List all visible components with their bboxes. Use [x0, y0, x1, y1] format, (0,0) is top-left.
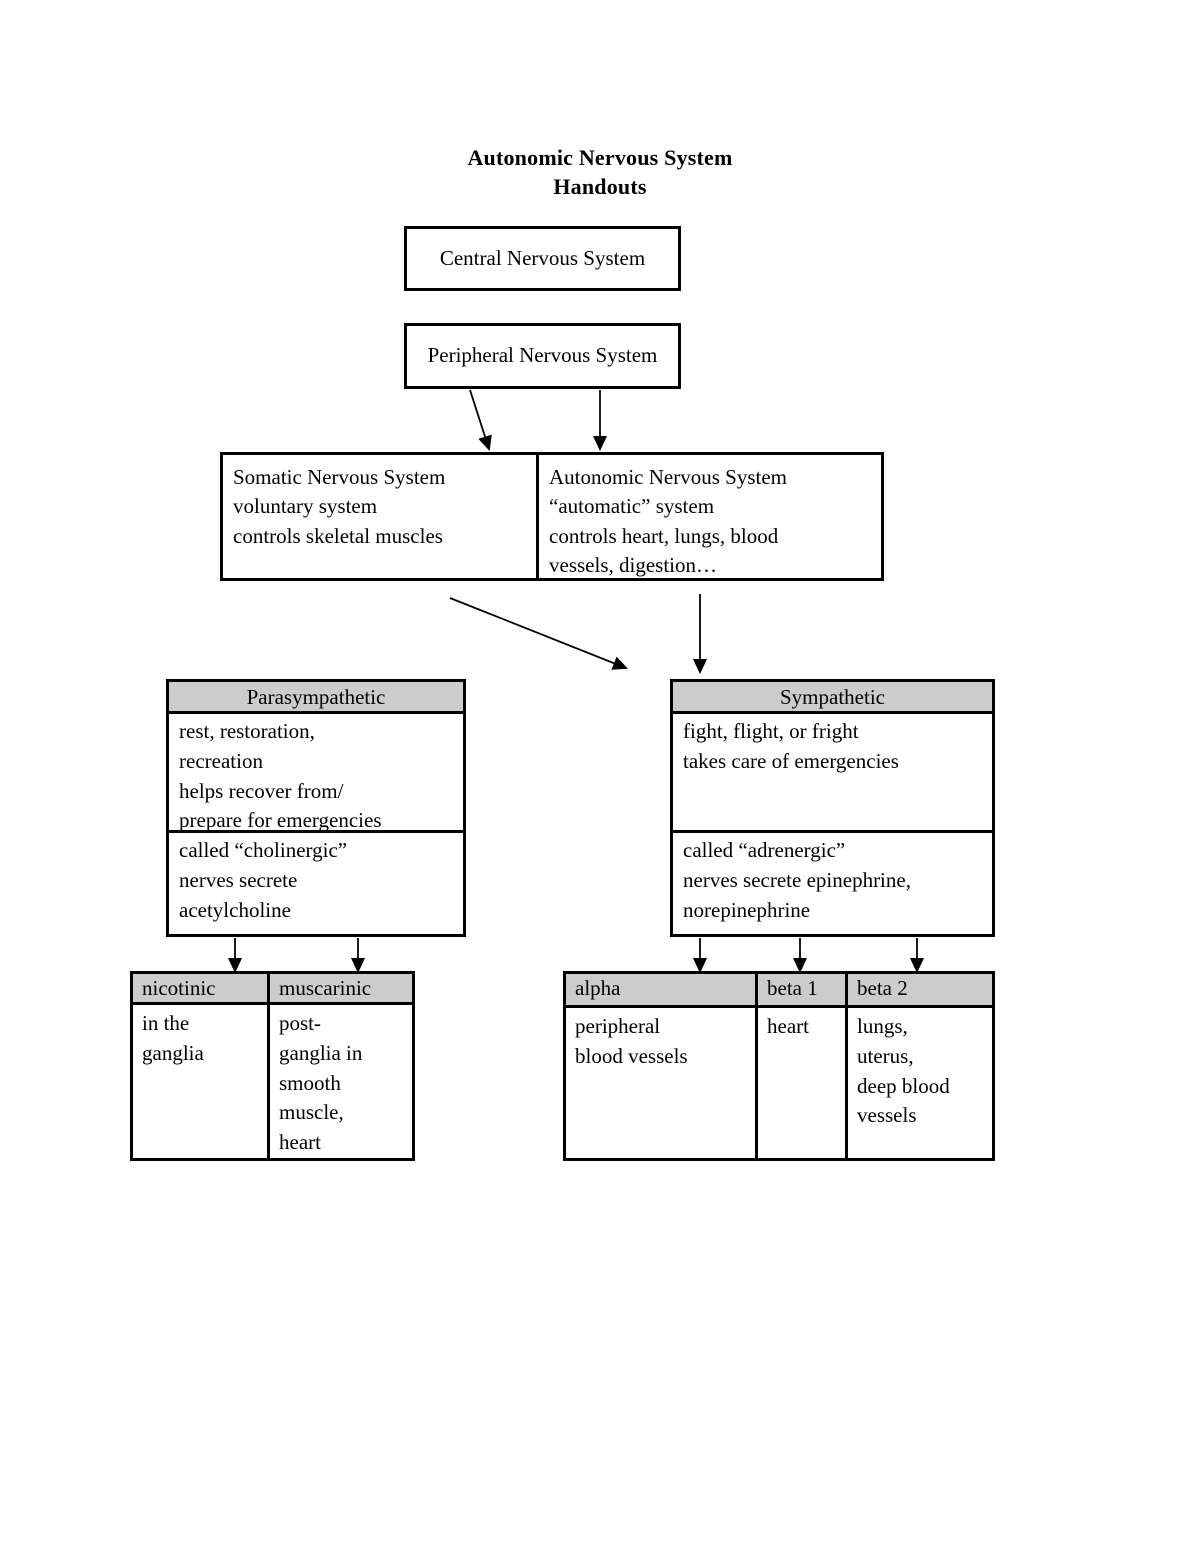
cell-beta-2-line-2: uterus, — [857, 1043, 914, 1068]
column-header-muscarinic: muscarinic — [267, 974, 412, 1002]
somatic-line-1: Somatic Nervous System — [233, 465, 446, 489]
node-central-nervous-system[interactable]: Central Nervous System — [404, 226, 681, 291]
cell-beta-2: lungs, uterus, deep blood vessels — [845, 1008, 992, 1158]
cell-alpha: peripheral blood vessels — [566, 1008, 755, 1158]
autonomic-line-3: controls heart, lungs, blood — [549, 523, 779, 548]
node-central-nervous-system-label: Central Nervous System — [439, 245, 646, 270]
parasympathetic-neurotransmitter-line-2: nerves secrete — [179, 867, 298, 892]
parasympathetic-function-line-3: helps recover from/ — [179, 778, 344, 803]
table-cholinergic-body-row: in the ganglia post- ganglia in smooth m… — [133, 1005, 412, 1159]
node-sympathetic[interactable]: Sympathetic fight, flight, or fright tak… — [670, 679, 995, 937]
table-cholinergic-receptors[interactable]: nicotinic muscarinic in the ganglia post… — [130, 971, 415, 1161]
cell-beta-2-line-3: deep blood — [857, 1073, 950, 1098]
node-somatic-autonomic-group: Somatic Nervous System voluntary system … — [220, 452, 884, 581]
page-title: Autonomic Nervous System Handouts — [0, 143, 1200, 201]
cell-muscarinic-line-4: muscle, — [279, 1100, 344, 1125]
sympathetic-functions: fight, flight, or fright takes care of e… — [673, 714, 992, 830]
parasympathetic-function-line-1: rest, restoration, — [179, 719, 315, 743]
cell-alpha-line-2: blood vessels — [575, 1043, 688, 1068]
arrow-autonomic-to-parasympathetic — [449, 597, 629, 670]
sympathetic-function-line-1: fight, flight, or fright — [683, 719, 859, 743]
sympathetic-function-line-2: takes care of emergencies — [683, 748, 899, 773]
column-header-nicotinic: nicotinic — [142, 976, 216, 1000]
parasympathetic-neurotransmitter-line-3: acetylcholine — [179, 897, 291, 922]
node-peripheral-nervous-system[interactable]: Peripheral Nervous System — [404, 323, 681, 389]
sympathetic-neurotransmitter: called “adrenergic” nerves secrete epine… — [673, 830, 992, 929]
table-adrenergic-header-row: alpha beta 1 beta 2 — [566, 974, 992, 1008]
node-parasympathetic[interactable]: Parasympathetic rest, restoration, recre… — [166, 679, 466, 937]
cell-nicotinic-line-2: ganglia — [142, 1040, 204, 1065]
parasympathetic-neurotransmitter-line-1: called “cholinergic” — [179, 838, 348, 862]
cell-beta-2-line-1: lungs, — [857, 1014, 908, 1038]
cell-alpha-line-1: peripheral — [575, 1014, 661, 1038]
sympathetic-neurotransmitter-line-1: called “adrenergic” — [683, 838, 846, 862]
cell-beta-1-line-1: heart — [767, 1014, 809, 1038]
cell-muscarinic-line-2: ganglia in — [279, 1040, 363, 1065]
cell-beta-2-line-4: vessels — [857, 1103, 917, 1128]
page-title-line-1: Autonomic Nervous System — [467, 145, 733, 170]
table-cholinergic-header-row: nicotinic muscarinic — [133, 974, 412, 1005]
table-adrenergic-receptors[interactable]: alpha beta 1 beta 2 peripheral blood ves… — [563, 971, 995, 1161]
sympathetic-neurotransmitter-line-3: norepinephrine — [683, 897, 811, 922]
parasympathetic-functions: rest, restoration, recreation helps reco… — [169, 714, 463, 832]
cell-muscarinic-line-3: smooth — [279, 1070, 341, 1095]
parasympathetic-header: Parasympathetic — [169, 682, 463, 714]
cell-muscarinic-line-5: heart — [279, 1130, 321, 1155]
autonomic-line-1: Autonomic Nervous System — [549, 465, 787, 489]
arrow-pns-to-somatic — [469, 389, 492, 452]
cell-nicotinic: in the ganglia — [133, 1005, 267, 1158]
node-autonomic-nervous-system[interactable]: Autonomic Nervous System “automatic” sys… — [536, 455, 881, 578]
cell-nicotinic-line-1: in the — [142, 1011, 190, 1035]
page-title-line-2: Handouts — [553, 174, 647, 200]
autonomic-line-4: vessels, digestion… — [549, 553, 717, 578]
parasympathetic-function-line-2: recreation — [179, 748, 263, 773]
autonomic-line-2: “automatic” system — [549, 494, 715, 519]
sympathetic-neurotransmitter-line-2: nerves secrete epinephrine, — [683, 867, 911, 892]
parasympathetic-function-line-4: prepare for emergencies — [179, 808, 382, 833]
cell-muscarinic-line-1: post- — [279, 1011, 321, 1035]
table-adrenergic-body-row: peripheral blood vessels heart lungs, ut… — [566, 1008, 992, 1158]
parasympathetic-neurotransmitter: called “cholinergic” nerves secrete acet… — [169, 830, 463, 929]
node-somatic-nervous-system[interactable]: Somatic Nervous System voluntary system … — [223, 455, 536, 578]
cell-muscarinic: post- ganglia in smooth muscle, heart — [267, 1005, 412, 1159]
column-header-alpha: alpha — [575, 976, 621, 1000]
somatic-line-3: controls skeletal muscles — [233, 523, 443, 548]
sympathetic-header: Sympathetic — [673, 682, 992, 714]
node-peripheral-nervous-system-label: Peripheral Nervous System — [427, 343, 658, 368]
somatic-line-2: voluntary system — [233, 494, 378, 519]
column-header-beta-2: beta 2 — [845, 974, 992, 1005]
cell-beta-1: heart — [755, 1008, 845, 1158]
column-header-beta-1: beta 1 — [755, 974, 845, 1005]
